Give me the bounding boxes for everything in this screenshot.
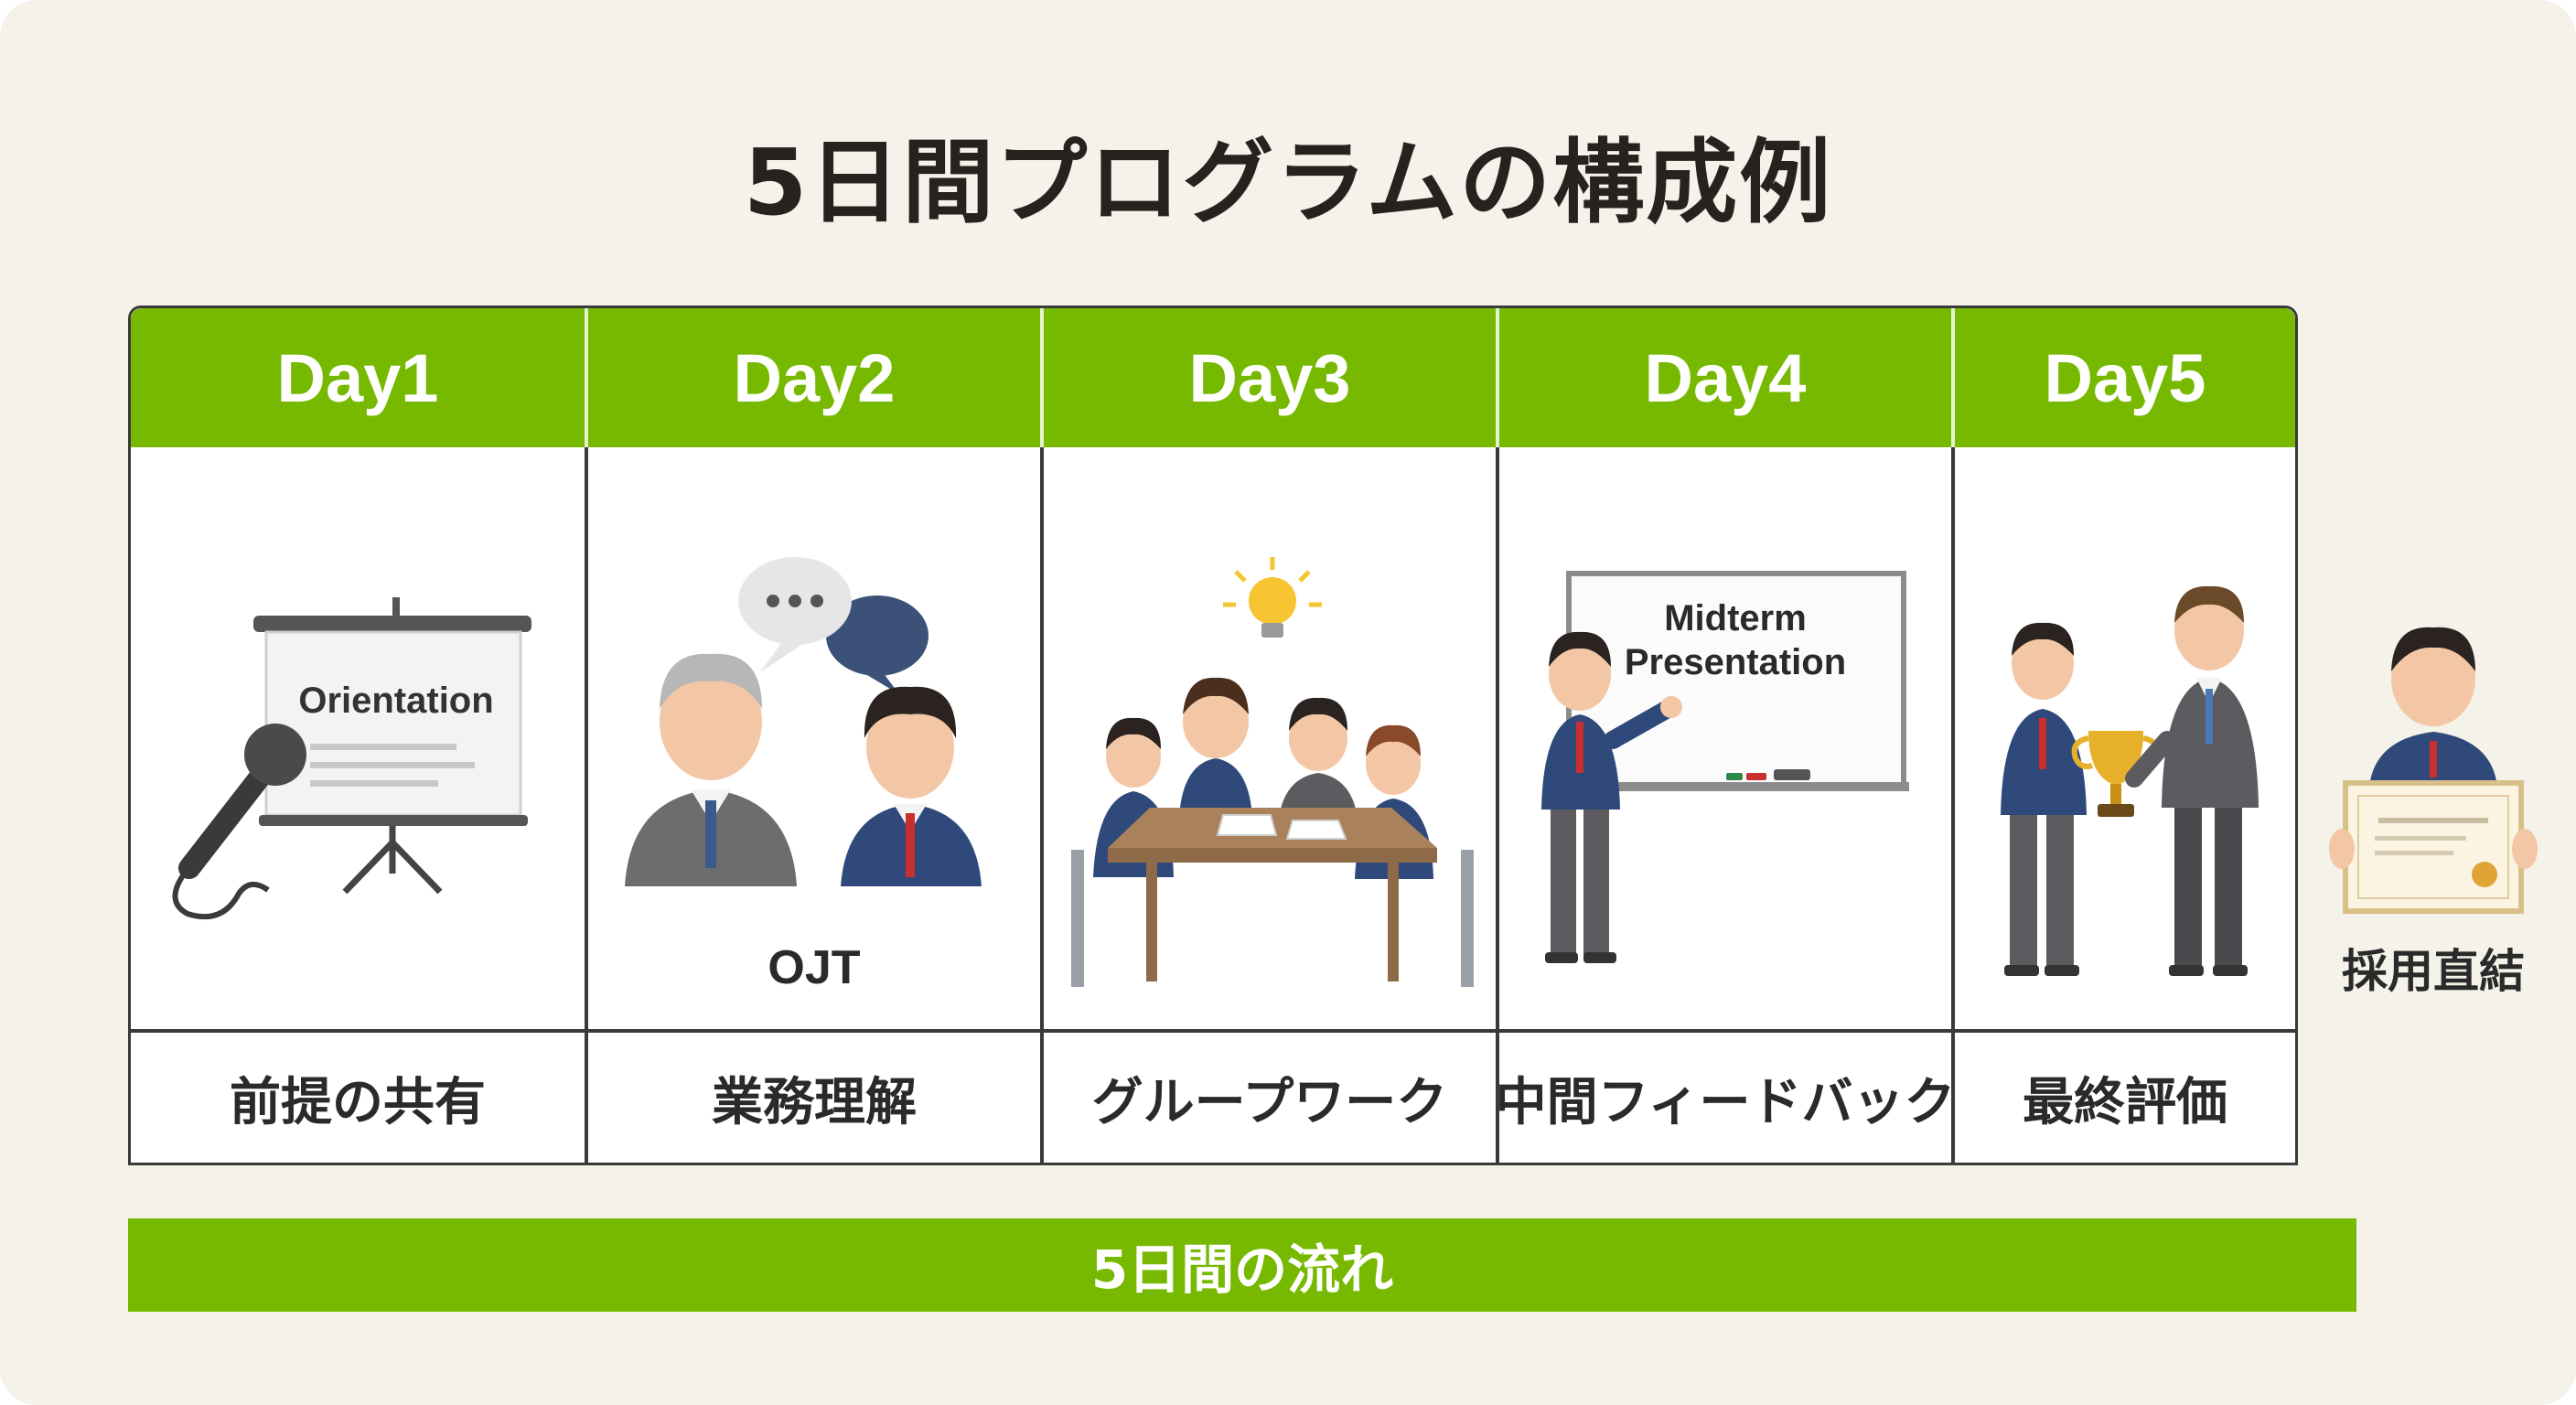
ojt-text: OJT xyxy=(767,941,860,994)
trainee-person xyxy=(841,686,982,886)
lightbulb-icon xyxy=(1223,557,1322,638)
day-label-1: 前提の共有 xyxy=(230,1072,486,1132)
microphone-icon xyxy=(172,724,306,920)
day-header-2: Day2 xyxy=(588,308,1040,447)
day-header-3: Day3 xyxy=(1044,308,1496,447)
certificate-icon xyxy=(2329,780,2538,914)
speech-bubbles-icon xyxy=(738,557,928,694)
hired-person xyxy=(2369,627,2497,787)
day-column-3: Day3 xyxy=(1044,308,1496,1163)
meeting-table-icon xyxy=(1071,677,1474,987)
day-column-1: Day1 Orientation xyxy=(131,308,585,1163)
day-label-2: 業務理解 xyxy=(712,1072,917,1132)
day-header-4: Day4 xyxy=(1499,308,1951,447)
manager-person xyxy=(2125,585,2259,976)
day-label-5: 最終評価 xyxy=(2023,1072,2227,1132)
senior-mentor-person xyxy=(625,653,797,886)
presentation-text: Presentation xyxy=(1625,642,1846,682)
day-label-4: 中間フィードバック xyxy=(1495,1072,1956,1132)
day-header-1: Day1 xyxy=(131,308,585,447)
page-title: 5日間プログラムの構成例 xyxy=(743,129,1833,236)
day-column-5: Day5 xyxy=(1955,308,2295,1163)
recruitment-label: 採用直結 xyxy=(2342,945,2525,998)
presenter-person xyxy=(1541,631,1682,963)
award-recipient-person xyxy=(2001,622,2087,976)
midterm-text: Midterm xyxy=(1664,598,1807,638)
day1-illustration: Orientation xyxy=(131,447,585,1029)
day-label-3: グループワーク xyxy=(1091,1072,1448,1132)
day5-illustration xyxy=(1955,447,2295,1029)
day3-illustration xyxy=(1044,447,1496,1029)
projector-screen-icon: Orientation xyxy=(253,597,531,895)
flow-bar: 5日間の流れ xyxy=(128,1218,2356,1312)
day4-illustration: Midterm Presentation xyxy=(1499,447,1951,1029)
day-header-5: Day5 xyxy=(1955,308,2295,447)
whiteboard-icon: Midterm Presentation xyxy=(1566,571,1909,791)
day-column-4: Day4 Midterm Presentation xyxy=(1495,308,1956,1163)
orientation-text: Orientation xyxy=(298,681,493,721)
program-table: Day1 Orientation xyxy=(128,306,2298,1165)
recruitment-illustration xyxy=(2324,604,2543,1006)
day-column-2: Day2 xyxy=(588,308,1040,1163)
day2-illustration: OJT xyxy=(588,447,1040,1029)
